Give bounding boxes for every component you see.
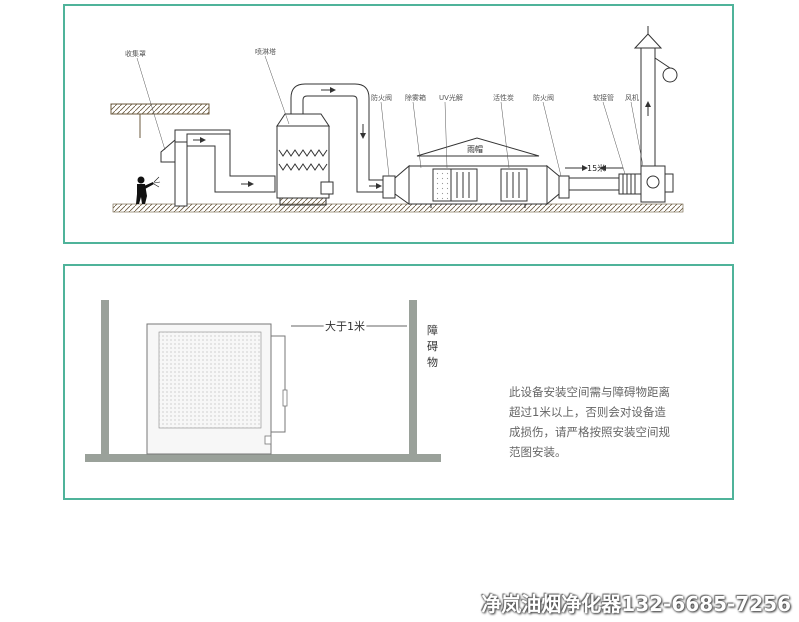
left-wall xyxy=(101,300,109,455)
fan-and-stack xyxy=(633,26,678,203)
hood-support xyxy=(110,103,210,138)
fire-valve-2 xyxy=(558,175,570,199)
ground xyxy=(112,203,684,213)
equipment-cabinet xyxy=(146,323,288,455)
obstacle-label-2: 碍 xyxy=(427,340,438,353)
label-hood: 收集罩 xyxy=(125,49,146,58)
label-flex-pipe: 软接管 xyxy=(593,93,614,102)
system-diagram-panel: 收集罩 喷淋塔 防火阀 除雾箱 UV光解 活性炭 防火阀 软接管 风机 雨帽 1… xyxy=(63,4,734,244)
rain-cap-roof xyxy=(416,137,540,157)
label-spray-tower: 喷淋塔 xyxy=(255,47,276,56)
leader-lines xyxy=(136,55,644,177)
obstacle-wall xyxy=(409,300,417,455)
flex-pipe xyxy=(618,173,642,195)
label-carbon: 活性炭 xyxy=(493,93,514,102)
system-diagram-svg: 收集罩 喷淋塔 防火阀 除雾箱 UV光解 活性炭 防火阀 软接管 风机 雨帽 1… xyxy=(110,26,684,213)
label-demister: 除雾箱 xyxy=(405,93,426,102)
clearance-diagram-panel: 大于1米 障 碍 物 此设备安装空间需与障碍物距离 超过1米以上，否则会对设备造… xyxy=(63,264,734,500)
duct-to-tower xyxy=(186,133,276,193)
note-line-2: 超过1米以上，否则会对设备造 xyxy=(509,405,666,419)
label-distance-15m: 15米 xyxy=(587,163,605,173)
spray-tower xyxy=(276,113,334,206)
installation-note: 此设备安装空间需与障碍物距离 超过1米以上，否则会对设备造 成损伤，请严格按照安… xyxy=(509,382,709,462)
clearance-diagram-svg: 大于1米 障 碍 物 xyxy=(85,300,441,462)
label-fire-valve-1: 防火阀 xyxy=(371,93,392,102)
note-line-3: 成损伤，请严格按照安装空间规 xyxy=(509,425,670,439)
obstacle-label-1: 障 xyxy=(427,323,438,337)
clearance-label: 大于1米 xyxy=(325,319,365,333)
contact-watermark: 净岚油烟净化器132-6685-7256 xyxy=(481,592,791,616)
label-rain-cap: 雨帽 xyxy=(467,144,483,154)
label-uv: UV光解 xyxy=(439,93,463,102)
label-fan: 风机 xyxy=(625,93,639,102)
fire-valve-1 xyxy=(382,175,396,199)
note-line-4: 范图安装。 xyxy=(509,445,567,459)
note-line-1: 此设备安装空间需与障碍物距离 xyxy=(509,385,670,399)
floor xyxy=(85,454,441,462)
label-fire-valve-2: 防火阀 xyxy=(533,93,554,102)
treatment-train xyxy=(394,164,560,208)
obstacle-label-3: 物 xyxy=(427,355,438,369)
worker-figure xyxy=(136,176,161,204)
